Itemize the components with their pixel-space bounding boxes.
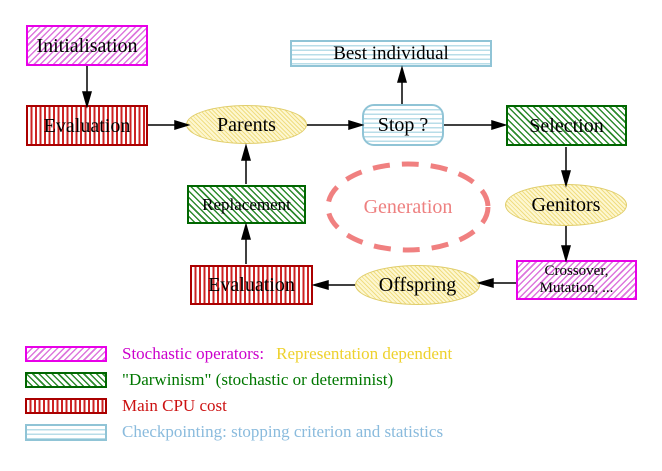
node-evaluation-bottom-label: Evaluation: [208, 274, 295, 296]
arrow-parents-to-stop: [307, 119, 365, 131]
arrow-evaluation-to-parents: [148, 119, 191, 131]
legend-label-checkpointing: Checkpointing: stopping criterion and st…: [122, 422, 444, 441]
legend-label-stochastic-primary: Stochastic operators:: [122, 344, 265, 363]
arrow-offspring-to-evaluation: [311, 280, 355, 290]
generation-loop-label: Generation: [363, 196, 453, 218]
legend-swatch-main-cpu-cost: [25, 398, 107, 414]
legend-label-stochastic-operators: Stochastic operators: Representation depe…: [122, 344, 452, 364]
legend-label-main-cpu-cost: Main CPU cost: [122, 396, 227, 415]
node-stop-label: Stop ?: [377, 114, 429, 136]
arrow-genitors-to-crossover: [561, 226, 571, 263]
node-mutation-label: Mutation, ...: [539, 280, 614, 296]
legend-label-darwinism: "Darwinism" (stochastic or determinist): [122, 370, 394, 389]
arrow-evaluation-to-replacement: [241, 222, 251, 264]
node-best-individual: Best individual: [290, 40, 492, 67]
node-offspring-label: Offspring: [378, 274, 457, 296]
node-crossover-mutation: Crossover, Mutation, ...: [516, 260, 637, 300]
node-offspring: Offspring: [355, 265, 480, 305]
node-evaluation-top: Evaluation: [26, 105, 148, 146]
node-selection-label: Selection: [529, 114, 604, 137]
legend-swatch-darwinism: [25, 372, 107, 388]
node-parents-label: Parents: [217, 113, 276, 136]
arrow-crossover-to-offspring: [476, 278, 516, 288]
node-parents: Parents: [186, 105, 307, 144]
node-crossover-label: Crossover,: [544, 263, 609, 279]
legend-swatch-stochastic-operators: [25, 346, 107, 362]
arrow-replacement-to-parents: [241, 143, 251, 184]
arrow-selection-to-genitors: [561, 147, 571, 188]
arrow-stop-to-best-individual: [397, 65, 407, 104]
node-replacement: Replacement: [187, 185, 306, 224]
node-stop: Stop ?: [362, 104, 444, 146]
node-initialisation: Initialisation: [26, 25, 148, 66]
arrow-initialisation-to-evaluation: [82, 66, 92, 109]
node-evaluation-top-label: Evaluation: [43, 114, 131, 137]
node-evaluation-bottom: Evaluation: [190, 265, 313, 305]
legend-label-representation-dependent: Representation dependent: [276, 344, 453, 363]
node-best-individual-label: Best individual: [333, 43, 449, 64]
node-genitors: Genitors: [505, 184, 627, 226]
node-initialisation-label: Initialisation: [36, 34, 138, 57]
node-genitors-label: Genitors: [531, 194, 601, 216]
legend-swatch-checkpointing: [25, 424, 107, 441]
node-selection: Selection: [506, 105, 627, 146]
arrow-stop-to-selection: [444, 119, 508, 131]
node-replacement-label: Replacement: [202, 195, 291, 214]
